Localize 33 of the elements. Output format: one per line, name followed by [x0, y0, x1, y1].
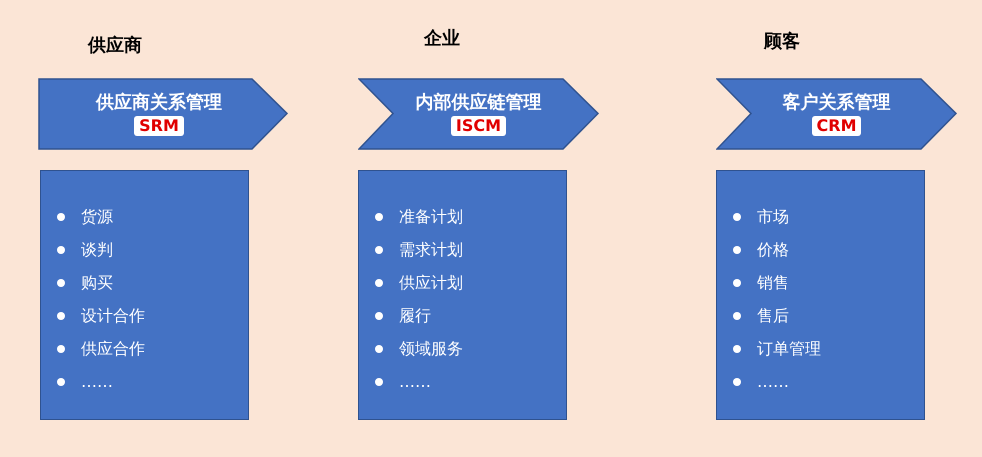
- list-box: [358, 170, 567, 420]
- bullet-item: 需求计划: [375, 240, 463, 260]
- bullet-item: 价格: [733, 240, 789, 260]
- chevron-banner: [358, 78, 599, 150]
- bullet-item: ……: [57, 372, 113, 392]
- column-heading: 企业: [424, 27, 460, 50]
- bullet-item: 谈判: [57, 240, 113, 260]
- bullet-item: 货源: [57, 207, 113, 227]
- bullet-item: 购买: [57, 273, 113, 293]
- acronym-text: SRM: [134, 116, 184, 136]
- column-heading: 顾客: [764, 30, 800, 53]
- bullet-item: 履行: [375, 306, 431, 326]
- acronym-text: CRM: [812, 116, 862, 136]
- bullet-item: 市场: [733, 207, 789, 227]
- banner-title: 供应商关系管理: [96, 91, 222, 114]
- bullet-item: 供应计划: [375, 273, 463, 293]
- list-box: [40, 170, 249, 420]
- chevron-banner: [716, 78, 957, 150]
- bullet-item: 订单管理: [733, 339, 821, 359]
- bullet-item: ……: [375, 372, 431, 392]
- chevron-banner: [38, 78, 288, 150]
- banner-title: 客户关系管理: [782, 91, 890, 114]
- column-heading: 供应商: [88, 34, 142, 57]
- bullet-item: 售后: [733, 306, 789, 326]
- bullet-item: 领域服务: [375, 339, 463, 359]
- list-box: [716, 170, 925, 420]
- bullet-item: 供应合作: [57, 339, 145, 359]
- bullet-item: 设计合作: [57, 306, 145, 326]
- bullet-item: 销售: [733, 273, 789, 293]
- bullet-item: ……: [733, 372, 789, 392]
- banner-title: 内部供应链管理: [416, 91, 542, 114]
- bullet-item: 准备计划: [375, 207, 463, 227]
- acronym-text: ISCM: [450, 116, 506, 136]
